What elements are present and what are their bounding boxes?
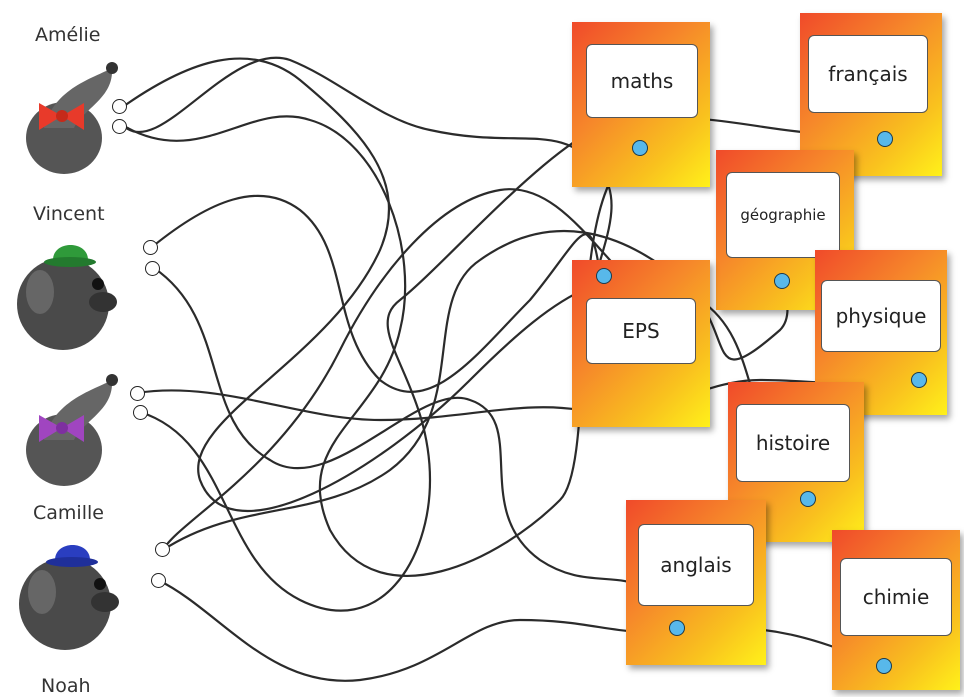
card-label: chimie xyxy=(840,558,952,636)
connection-dot[interactable] xyxy=(596,268,612,284)
connection-dot[interactable] xyxy=(774,273,790,289)
string-end-top[interactable] xyxy=(130,386,145,401)
student-name: Amélie xyxy=(35,24,101,46)
string-8 xyxy=(156,578,884,682)
string-end-bottom[interactable] xyxy=(133,405,148,420)
string-end-top[interactable] xyxy=(112,99,127,114)
mole-icon xyxy=(8,232,128,352)
card-label: EPS xyxy=(586,298,696,364)
string-end-bottom[interactable] xyxy=(151,573,166,588)
card-maths[interactable]: maths xyxy=(572,22,710,187)
card-label: français xyxy=(808,35,928,113)
hat-icon xyxy=(53,245,88,260)
connection-dot[interactable] xyxy=(876,658,892,674)
connection-dot[interactable] xyxy=(800,491,816,507)
string-6 xyxy=(138,116,887,612)
student-name: Vincent xyxy=(33,203,105,225)
string-end-top[interactable] xyxy=(143,240,158,255)
hat-icon xyxy=(55,545,90,560)
bow-icon xyxy=(39,103,84,130)
string-10 xyxy=(161,188,652,552)
connection-dot[interactable] xyxy=(669,620,685,636)
string-9 xyxy=(122,56,613,362)
string-end-bottom[interactable] xyxy=(112,119,127,134)
string-end-top[interactable] xyxy=(155,542,170,557)
string-4 xyxy=(152,266,682,632)
card-label: maths xyxy=(586,44,698,118)
card-eps[interactable]: EPS xyxy=(572,260,710,427)
card-histoire[interactable]: histoire xyxy=(728,382,864,542)
card-label: anglais xyxy=(638,524,754,606)
mole-icon xyxy=(10,532,130,652)
connection-dot[interactable] xyxy=(877,131,893,147)
bow-icon xyxy=(39,415,84,442)
string-3 xyxy=(150,194,602,393)
student-name: Camille xyxy=(33,502,104,524)
string-2 xyxy=(122,115,642,577)
string-end-bottom[interactable] xyxy=(145,261,160,276)
string-7 xyxy=(161,230,789,552)
card-chimie[interactable]: chimie xyxy=(832,530,960,690)
mole-icon xyxy=(14,370,134,490)
connection-dot[interactable] xyxy=(911,372,927,388)
card-label: histoire xyxy=(736,404,850,482)
mole-icon xyxy=(14,58,134,178)
card-label: géographie xyxy=(726,172,840,258)
connection-dot[interactable] xyxy=(632,140,648,156)
card-label: physique xyxy=(821,280,941,352)
student-name: Noah xyxy=(41,675,91,697)
card-anglais[interactable]: anglais xyxy=(626,500,766,665)
card-francais[interactable]: français xyxy=(800,13,942,176)
